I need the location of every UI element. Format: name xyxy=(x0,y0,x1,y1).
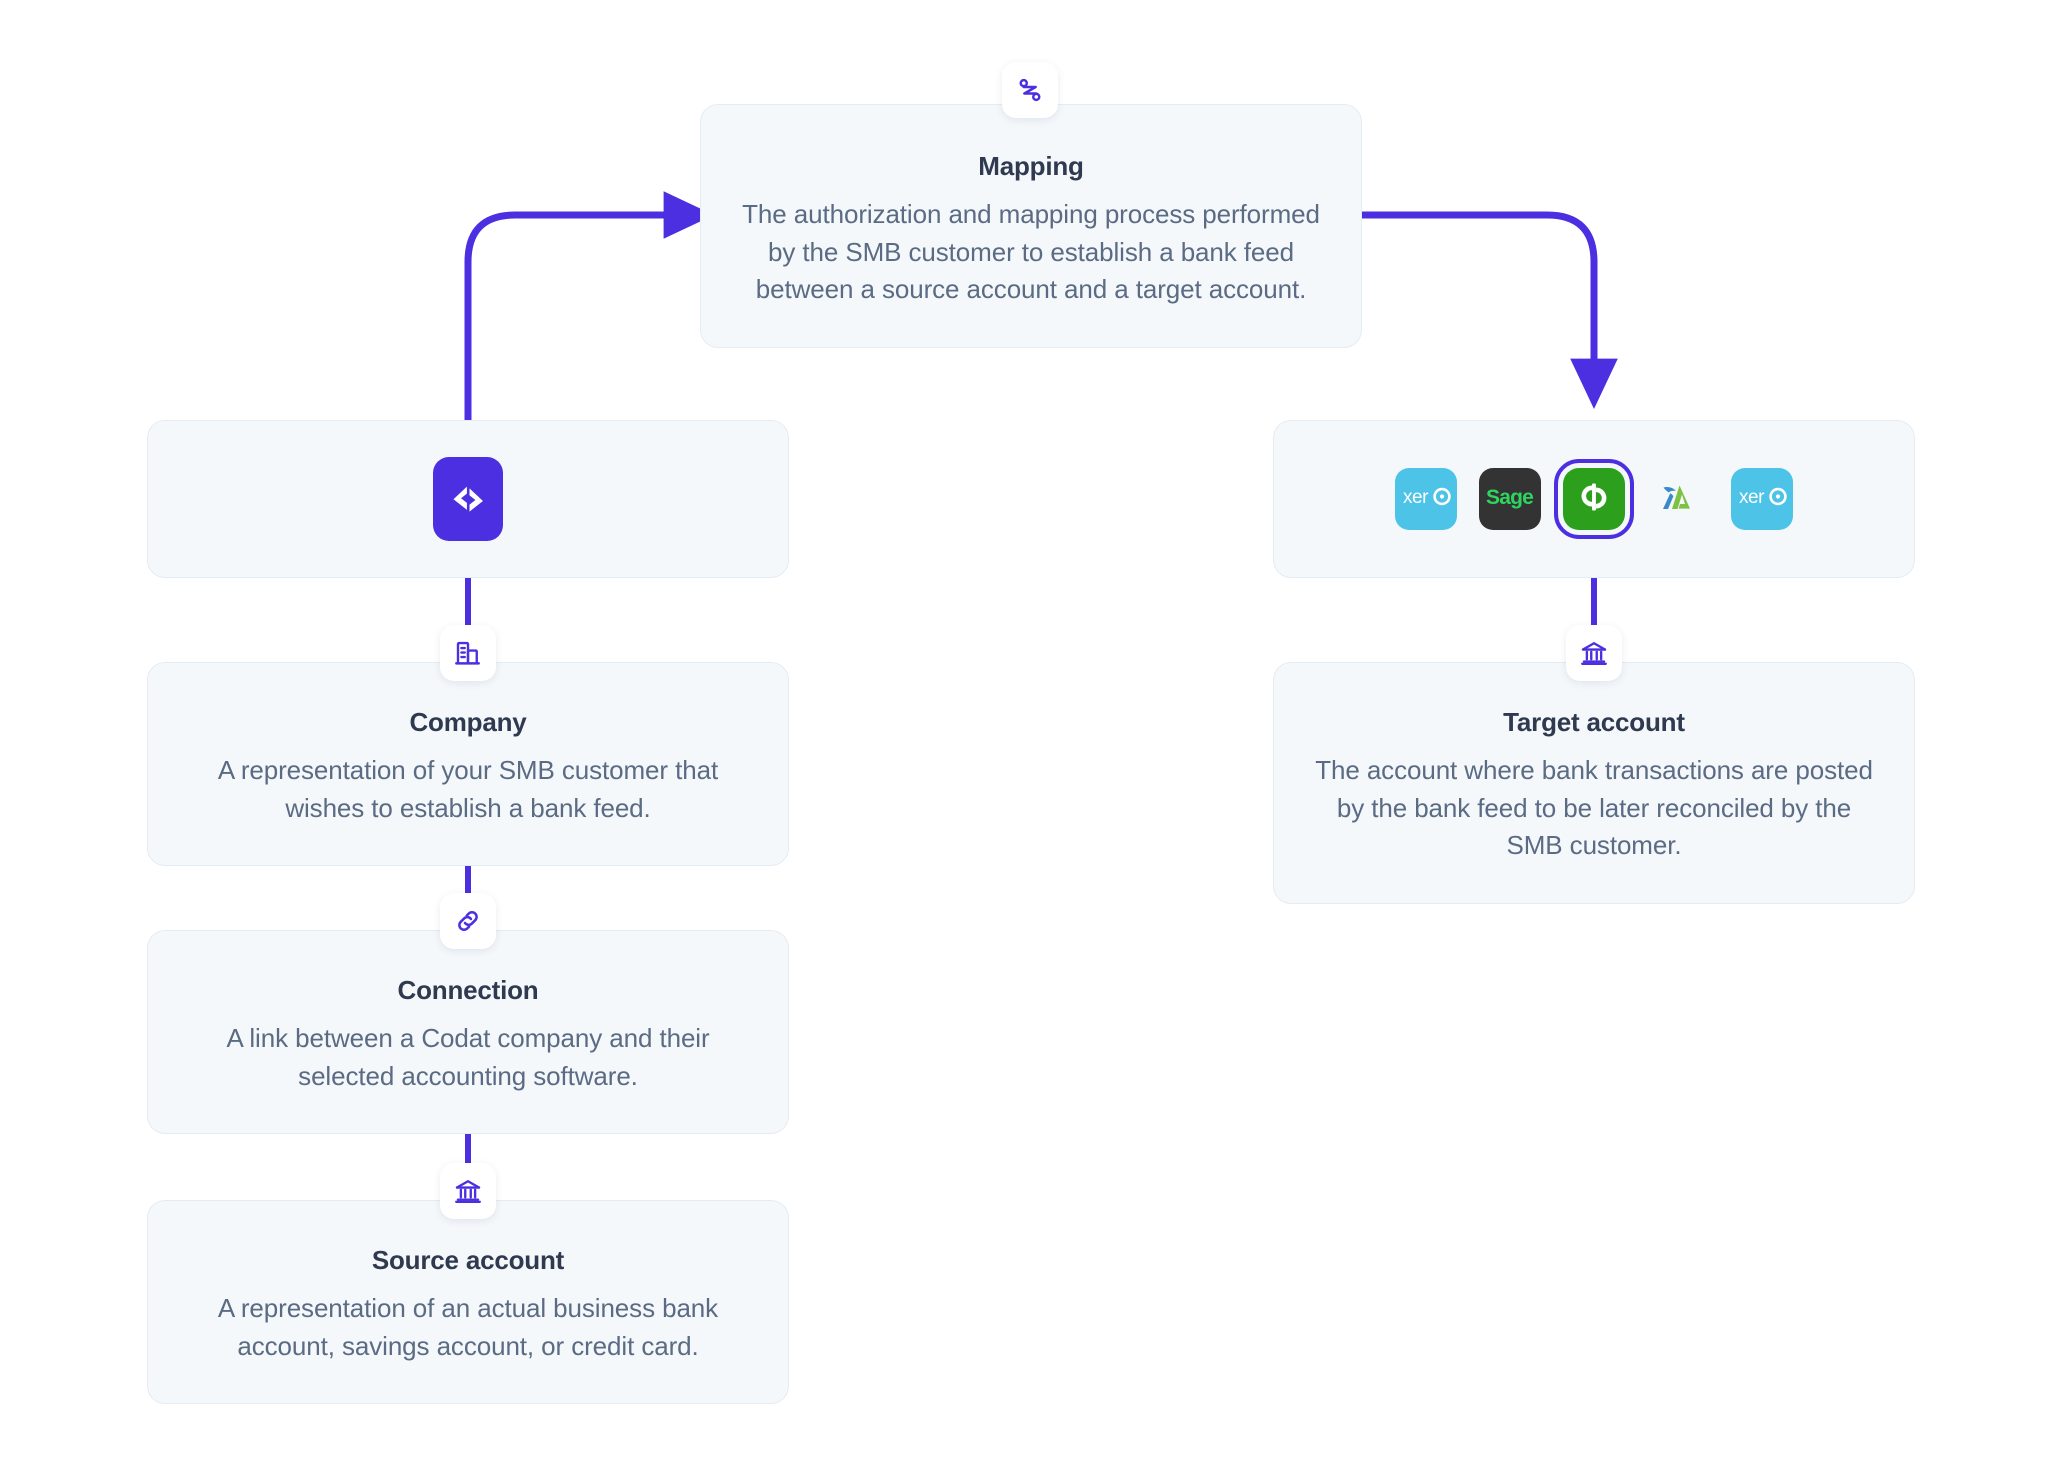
freeagent-logo-icon xyxy=(1657,476,1699,523)
link-icon xyxy=(453,906,483,936)
mapping-route-icon xyxy=(1015,75,1045,105)
platform-chip-sage[interactable]: Sage xyxy=(1479,468,1541,530)
xero-logo-icon: xer xyxy=(1399,484,1453,515)
platform-chip-xero-1[interactable]: xer xyxy=(1395,468,1457,530)
company-card: Company A representation of your SMB cus… xyxy=(147,662,789,867)
source-account-description: A representation of an actual business b… xyxy=(217,1293,719,1361)
source-account-title: Source account xyxy=(371,1245,565,1275)
company-icon-badge xyxy=(440,625,496,681)
mapping-title: Mapping xyxy=(978,151,1084,181)
mapping-card: Mapping The authorization and mapping pr… xyxy=(700,104,1362,348)
connection-icon-badge xyxy=(440,893,496,949)
mapping-description: The authorization and mapping process pe… xyxy=(742,199,1320,305)
source-account-icon-badge xyxy=(440,1163,496,1219)
target-account-icon-badge xyxy=(1566,625,1622,681)
bank-icon xyxy=(453,1176,483,1206)
svg-text:xer: xer xyxy=(1739,487,1765,508)
platform-chip-quickbooks[interactable] xyxy=(1554,459,1634,539)
bank-icon xyxy=(1579,638,1609,668)
sage-logo-icon: Sage xyxy=(1482,484,1538,515)
target-account-description: The account where bank transactions are … xyxy=(1315,755,1873,861)
accounting-platforms-box: xer Sage xyxy=(1273,420,1915,578)
mapping-icon-badge xyxy=(1002,62,1058,118)
target-account-title: Target account xyxy=(1503,707,1685,737)
connection-description: A link between a Codat company and their… xyxy=(226,1023,710,1091)
target-account-card: Target account The account where bank tr… xyxy=(1273,662,1915,904)
platform-chip-xero-2[interactable]: xer xyxy=(1731,468,1793,530)
codat-box xyxy=(147,420,789,578)
company-title: Company xyxy=(409,707,527,737)
wire-codat-to-mapping xyxy=(464,191,715,424)
xero-logo-icon: xer xyxy=(1735,484,1789,515)
platform-chip-freeagent[interactable] xyxy=(1647,468,1709,530)
svg-text:Sage: Sage xyxy=(1486,486,1533,509)
connection-title: Connection xyxy=(397,975,539,1005)
quickbooks-logo-icon xyxy=(1572,475,1616,524)
connection-card: Connection A link between a Codat compan… xyxy=(147,930,789,1135)
wire-mapping-to-platforms xyxy=(1358,211,1618,410)
accounting-platform-list: xer Sage xyxy=(1274,459,1914,539)
codat-logo-icon xyxy=(433,457,503,541)
company-description: A representation of your SMB customer th… xyxy=(217,755,719,823)
svg-text:xer: xer xyxy=(1403,487,1429,508)
source-account-card: Source account A representation of an ac… xyxy=(147,1200,789,1405)
building-icon xyxy=(453,638,483,668)
